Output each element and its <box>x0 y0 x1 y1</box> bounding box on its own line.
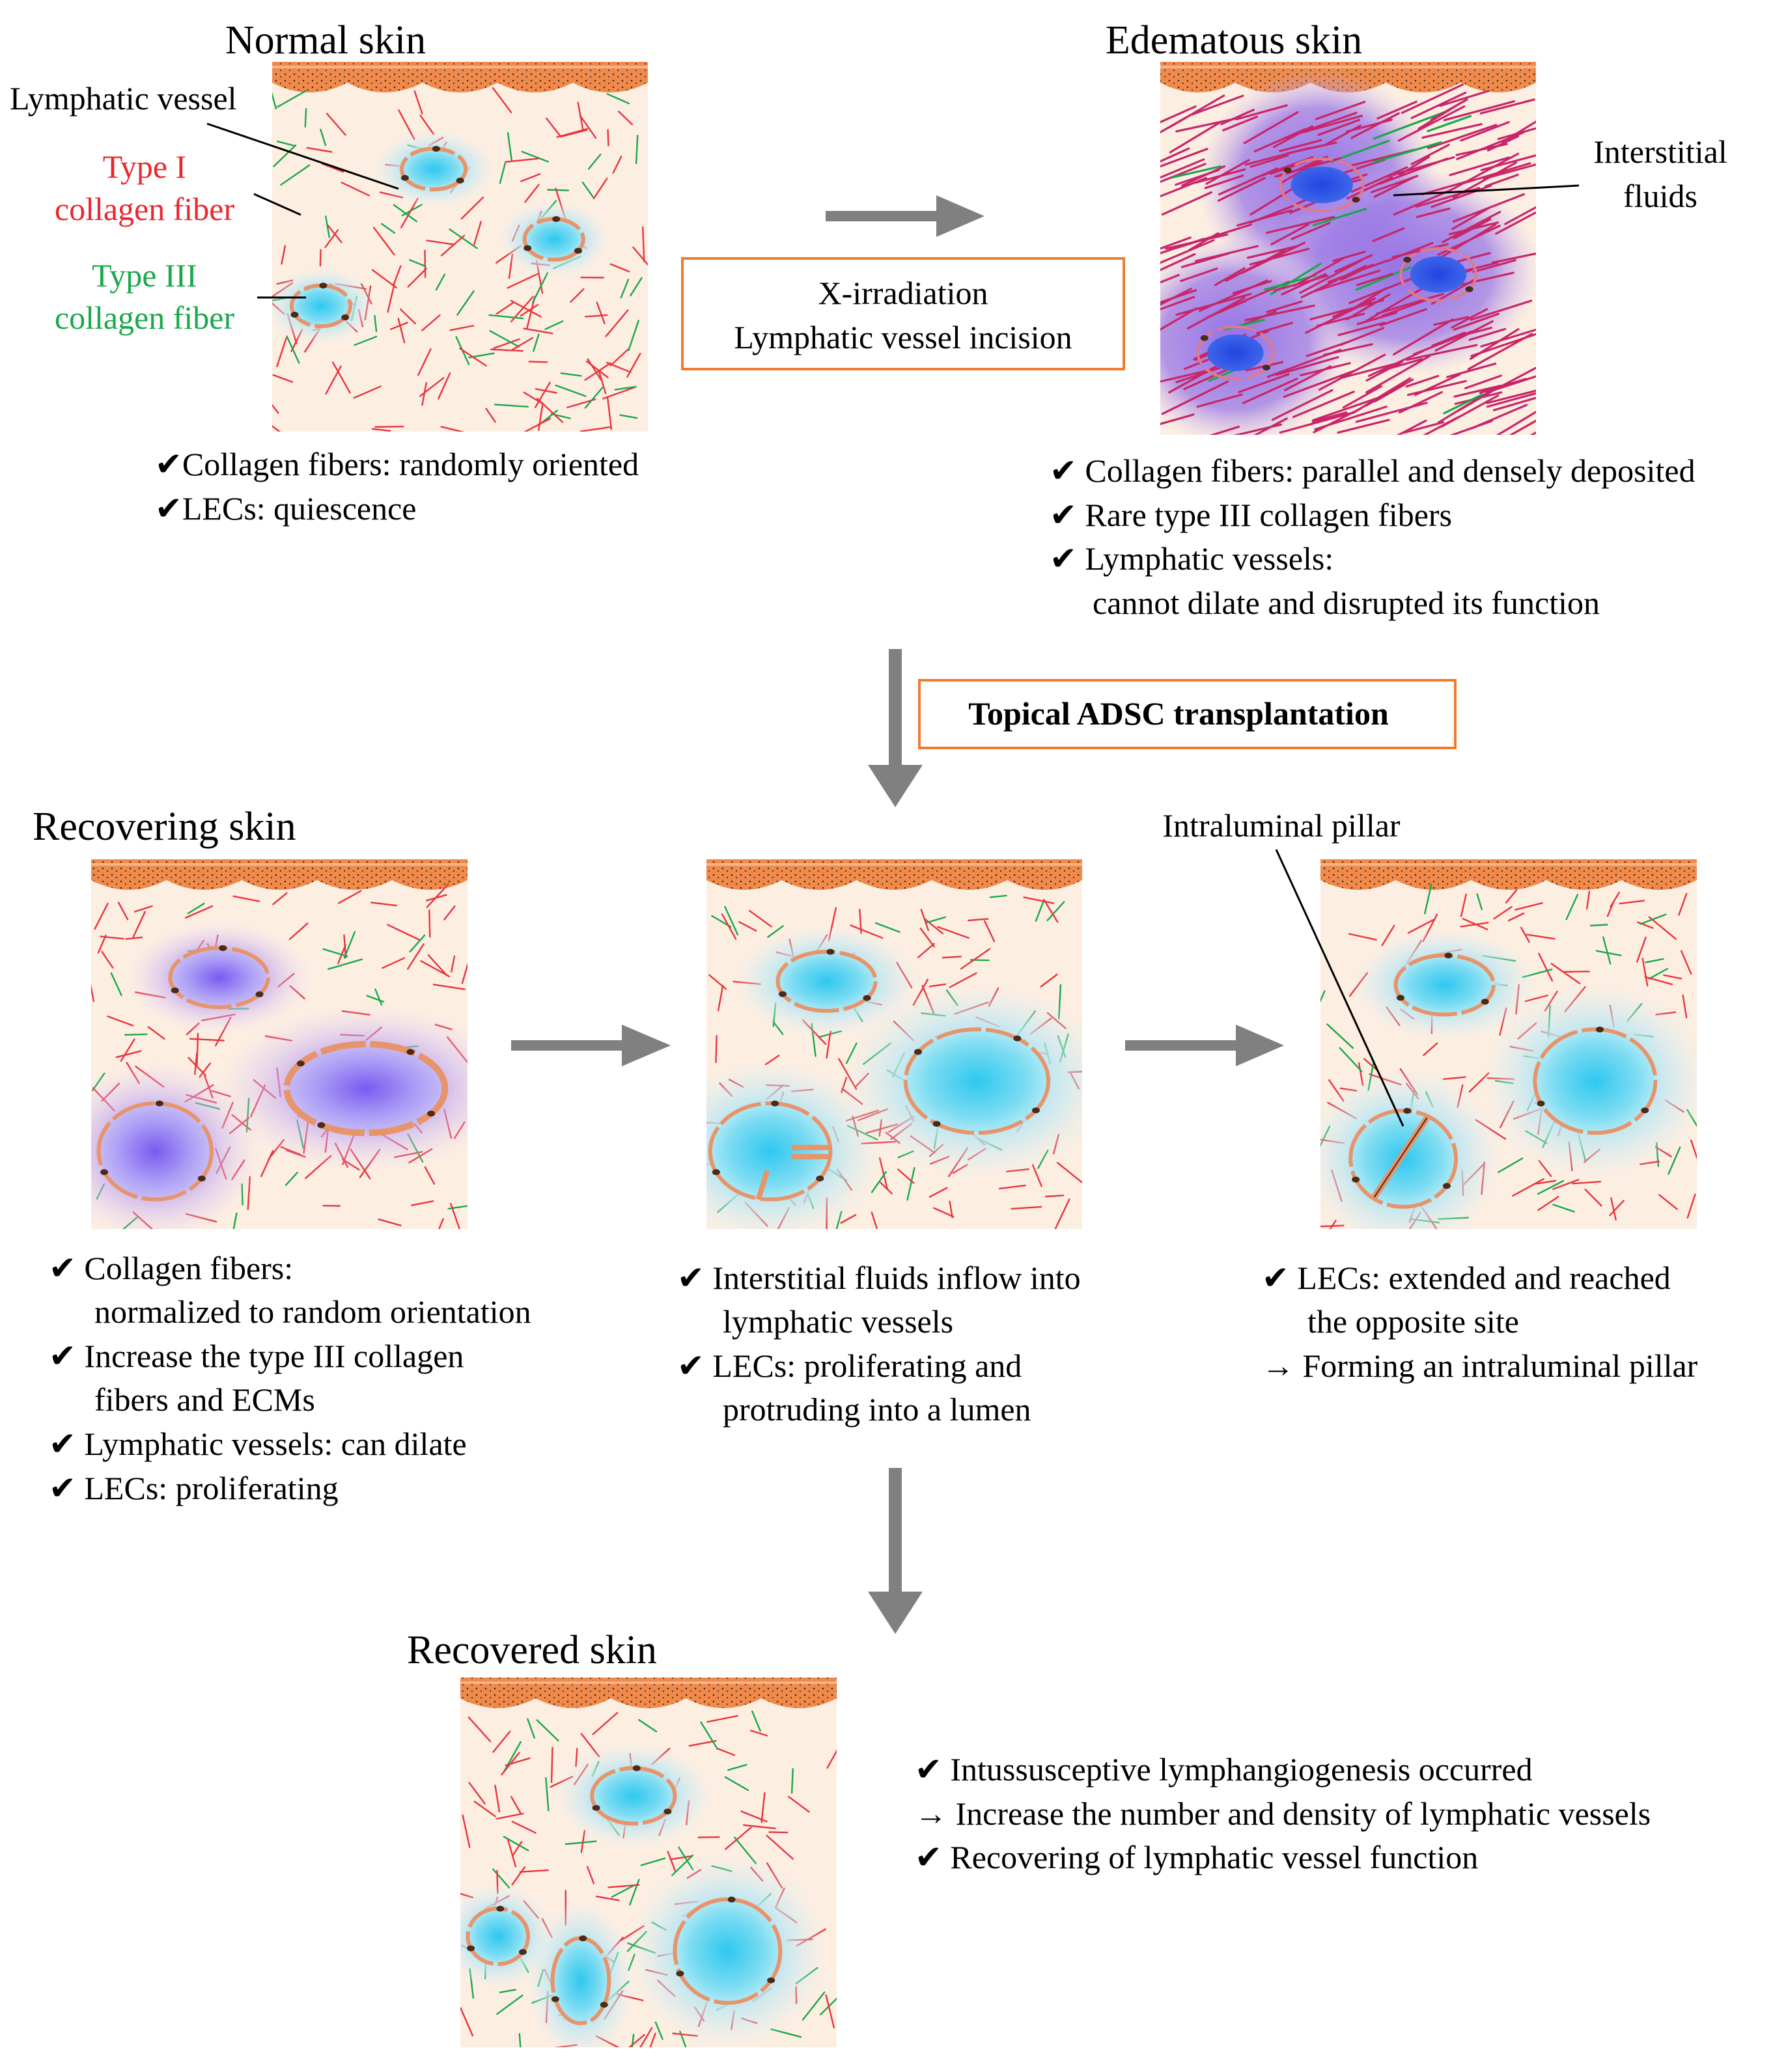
recovering-skin-panel-1 <box>91 859 467 1229</box>
lymphatic-vessel <box>126 921 313 1034</box>
epidermis-layer <box>272 62 648 92</box>
edema-note-3: ✔ Lymphatic vessels: <box>1050 540 1333 577</box>
arrow-normal-to-edema <box>826 195 984 237</box>
rec-mid-note-2: lymphatic vessels <box>723 1303 953 1340</box>
epidermis-layer <box>91 859 467 890</box>
epidermis-layer <box>1320 859 1697 890</box>
lymphatic-vessel <box>627 1853 828 2047</box>
rec-mid-note-4: protruding into a lumen <box>723 1391 1031 1428</box>
label-type1-line1: Type I <box>103 148 186 185</box>
lymphatic-vessel <box>527 1899 635 2047</box>
rec-left-note-4: fibers and ECMs <box>94 1381 315 1418</box>
lymphatic-vessel <box>272 267 377 345</box>
recovered-note-1: ✔ Intussusceptive lymphangiogenesis occu… <box>915 1751 1533 1788</box>
arrow-down-recovered <box>868 1468 923 1634</box>
recovering-skin-panel-2 <box>706 859 1082 1229</box>
leader-interstitial-fluids <box>1393 184 1580 197</box>
lymphatic-vessel <box>498 200 610 278</box>
rec-left-note-6: ✔ LECs: proliferating <box>49 1470 339 1506</box>
lymphatic-vessel <box>555 1743 712 1849</box>
lymphatic-vessel <box>91 1060 262 1229</box>
rec-mid-note-3: ✔ LECs: proliferating and <box>677 1347 1022 1384</box>
lymphatic-vessel <box>1196 325 1275 381</box>
normal-note-1: ✔Collagen fibers: randomly oriented <box>155 446 639 482</box>
label-type3-line1: Type III <box>92 257 197 294</box>
recovered-note-3: ✔ Recovering of lymphatic vessel functio… <box>915 1839 1478 1875</box>
arrow-down-treatment <box>868 649 923 807</box>
lymphatic-vessel <box>841 982 1082 1180</box>
label-interstitial: Interstitial <box>1593 133 1727 170</box>
arrow-rec2-to-rec3 <box>1125 1025 1284 1066</box>
label-type3-line2: collagen fiber <box>55 299 235 336</box>
label-lymphatic-vessel: Lymphatic vessel <box>10 80 237 117</box>
lymphatic-vessel <box>1320 1067 1503 1229</box>
edema-note-1: ✔ Collagen fibers: parallel and densely … <box>1050 452 1695 489</box>
recovered-skin-title: Recovered skin <box>407 1628 657 1672</box>
normal-skin-panel <box>272 62 648 432</box>
arrow-rec1-to-rec2 <box>511 1025 671 1066</box>
epidermis-layer <box>460 1678 837 1708</box>
edematous-skin-title: Edematous skin <box>1106 18 1362 62</box>
collagen-fibers <box>272 87 648 432</box>
edema-note-4: cannot dilate and disrupted its function <box>1093 585 1600 621</box>
lymphatic-vessel <box>1279 157 1365 213</box>
lymphatic-vessel <box>216 1004 467 1173</box>
lymphatic-vessel <box>372 130 495 208</box>
rec-right-note-3: → Forming an intraluminal pillar <box>1262 1347 1698 1384</box>
cause-line-1: X-irradiation <box>818 275 988 311</box>
lymphatic-vessel <box>1481 982 1697 1180</box>
epidermis-layer <box>706 859 1082 890</box>
rec-right-note-1: ✔ LECs: extended and reached <box>1262 1260 1671 1296</box>
lymphatic-vessel <box>706 1060 885 1229</box>
cause-line-2: Lymphatic vessel incision <box>734 319 1072 355</box>
label-intraluminal-pillar: Intraluminal pillar <box>1162 807 1401 844</box>
recovered-note-2: → Increase the number and density of lym… <box>915 1795 1651 1832</box>
lymphatic-vessel <box>1351 928 1538 1042</box>
rec-mid-note-1: ✔ Interstitial fluids inflow into <box>677 1260 1081 1296</box>
cause-box <box>681 257 1125 370</box>
recovering-skin-title: Recovering skin <box>33 805 296 849</box>
rec-right-note-2: the opposite site <box>1307 1303 1519 1340</box>
normal-note-2: ✔LECs: quiescence <box>155 490 417 527</box>
label-fluids: fluids <box>1623 178 1697 214</box>
lymphatic-vessel <box>1399 247 1477 302</box>
rec-left-note-5: ✔ Lymphatic vessels: can dilate <box>49 1426 467 1462</box>
rec-left-note-2: normalized to random orientation <box>94 1293 531 1330</box>
leader-intraluminal-pillar <box>1275 849 1404 1127</box>
rec-left-note-3: ✔ Increase the type III collagen <box>49 1338 464 1374</box>
leader-lymphatic-vessel <box>206 122 399 190</box>
leader-type1 <box>253 193 301 216</box>
edema-note-2: ✔ Rare type III collagen fibers <box>1050 497 1452 533</box>
rec-left-note-1: ✔ Collagen fibers: <box>49 1250 293 1286</box>
treatment-label: Topical ADSC transplantation <box>968 695 1389 732</box>
label-type1-line2: collagen fiber <box>55 191 235 227</box>
recovering-skin-panel-3 <box>1320 859 1697 1229</box>
recovered-skin-panel <box>460 1678 837 2047</box>
edematous-skin-panel <box>1160 62 1536 435</box>
normal-skin-title: Normal skin <box>225 18 426 62</box>
lymphatic-vessel <box>734 925 920 1038</box>
treatment-box <box>918 679 1457 749</box>
